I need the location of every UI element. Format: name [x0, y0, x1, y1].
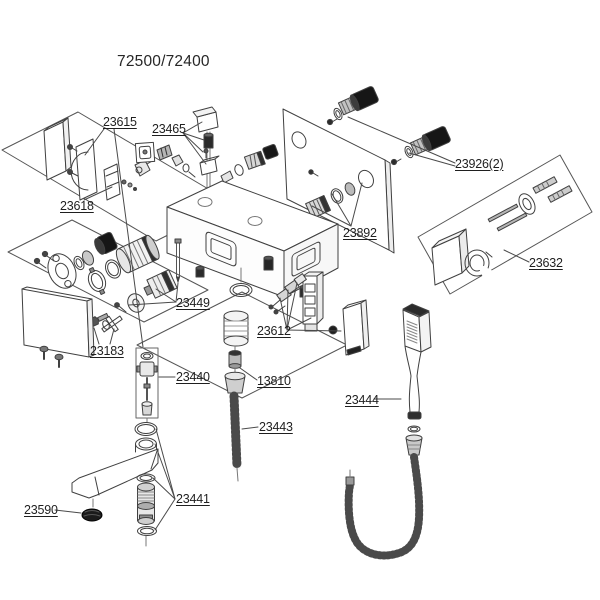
part-label-23444[interactable]: 23444: [345, 393, 379, 407]
hose-connection-column: [223, 267, 253, 394]
part-label-23612[interactable]: 23612: [257, 324, 291, 338]
spout-drawing: [71, 422, 159, 522]
part-label-13810[interactable]: 13810: [257, 374, 291, 388]
handle-knob-right: [390, 126, 451, 166]
part-label-23590[interactable]: 23590: [24, 503, 58, 517]
part-label-23449[interactable]: 23449: [176, 296, 210, 310]
part-label-23618[interactable]: 23618: [60, 199, 94, 213]
diagram-title: 72500/72400: [117, 53, 210, 70]
wall-plate-drawing: [282, 108, 395, 254]
part-label-23926[interactable]: 23926(2): [455, 157, 504, 171]
spout-valve-box-group: [135, 347, 159, 423]
part-label-23892[interactable]: 23892: [343, 226, 377, 240]
handle-trim-square-group: [134, 141, 196, 178]
leader-lines: [54, 116, 530, 531]
part-label-23443[interactable]: 23443: [259, 420, 293, 434]
diverter-assembly-group: [263, 255, 370, 356]
short-hose-drawing: [229, 391, 242, 482]
spout-valve-column-group: [136, 473, 157, 547]
part-label-23440[interactable]: 23440: [176, 370, 210, 384]
part-label-23183[interactable]: 23183: [90, 344, 124, 358]
part-label-23465[interactable]: 23465: [152, 122, 186, 136]
escutcheon-plate-drawing: [21, 286, 95, 368]
upper-cartridge-cluster: [220, 144, 279, 184]
handle-knob-top: [326, 86, 379, 126]
hand-shower-drawing: [402, 303, 432, 456]
part-label-23615[interactable]: 23615: [103, 115, 137, 129]
part-label-23632[interactable]: 23632: [529, 256, 563, 270]
shower-hose-drawing: [344, 453, 424, 560]
part-label-23441[interactable]: 23441: [176, 492, 210, 506]
shower-bracket-group: [431, 176, 573, 288]
